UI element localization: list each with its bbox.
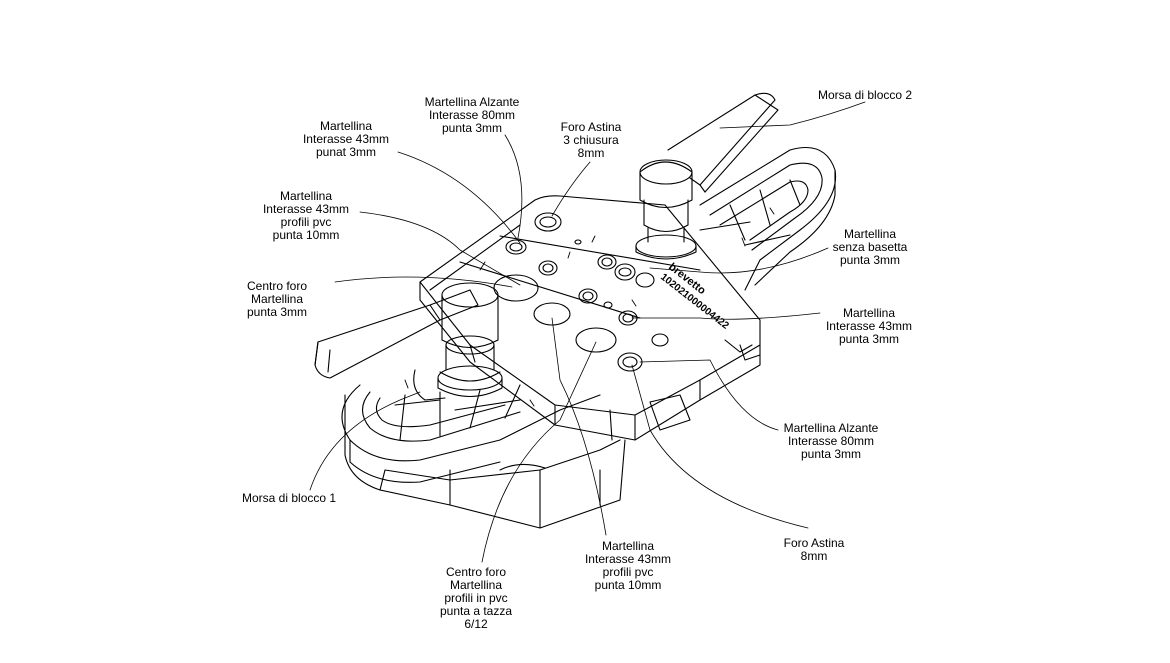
callout-centro-foro-bottom: Centro foro Martellina profili in pvc pu… <box>440 566 512 631</box>
callout-line: 8mm <box>577 146 605 160</box>
callout-senza-basetta: Martellina senza basetta punta 3mm <box>833 228 908 267</box>
callout-line: 3 chiusura <box>563 133 619 147</box>
callout-line: Martellina <box>842 306 896 320</box>
callout-martellina-pvc-bottom: Martellina Interasse 43mm profili pvc pu… <box>585 540 671 592</box>
leader-martellina-alzante-right <box>639 359 779 431</box>
callout-line: Interasse 43mm <box>825 319 913 333</box>
callout-martellina-43-right: Martellina Interasse 43mm punta 3mm <box>826 307 912 346</box>
clamp-1 <box>314 282 503 397</box>
callout-line: Martellina Alzante <box>424 95 520 109</box>
callout-line: punta 3mm <box>839 253 901 267</box>
leader-foro-astina-bottom <box>631 364 809 529</box>
scale-ticks <box>404 207 775 407</box>
callout-line: 6/12 <box>464 617 488 631</box>
callout-line: senza basetta <box>832 240 908 254</box>
callout-line: 8mm <box>800 549 828 563</box>
callout-line: Interasse 80mm <box>787 434 875 448</box>
callout-line: Interasse 80mm <box>428 108 516 122</box>
callout-line: Interasse 43mm <box>302 132 390 146</box>
leader-martellina-43-right <box>631 312 821 320</box>
callout-line: Martellina <box>449 578 503 592</box>
callout-line: punta 3mm <box>246 305 308 319</box>
left-clamp-slot <box>341 369 601 483</box>
callout-centro-foro-left: Centro foro Martellina punta 3mm <box>247 280 307 319</box>
callout-martellina-alzante-top: Martellina Alzante Interasse 80mm punta … <box>425 96 520 135</box>
callout-line: punat 3mm <box>315 145 377 159</box>
base-block <box>344 394 626 529</box>
callout-line: profili pvc <box>602 565 654 579</box>
callout-line: Martellina <box>843 227 897 241</box>
leader-senza-basetta <box>649 247 829 274</box>
leader-morsa-2 <box>719 101 866 129</box>
callout-foro-astina-bottom: Foro Astina 8mm <box>784 537 845 563</box>
callout-line: Martellina <box>601 539 655 553</box>
callout-martellina-43-top: Martellina Interasse 43mm punat 3mm <box>303 120 389 159</box>
callout-line: profili pvc <box>280 215 332 229</box>
callout-line: Interasse 43mm <box>584 552 672 566</box>
leader-centro-foro-left <box>334 276 513 288</box>
leader-martellina-43-top <box>397 151 521 244</box>
callout-line: punta 3mm <box>441 121 503 135</box>
callout-line: punta 10mm <box>272 228 340 242</box>
clamp-2 <box>635 92 779 260</box>
callout-line: Martellina <box>250 292 304 306</box>
plate-holes <box>493 212 669 372</box>
leader-martellina-pvc-bottom <box>551 317 607 536</box>
callout-martellina-alzante-right: Martellina Alzante Interasse 80mm punta … <box>784 422 879 461</box>
callout-foro-astina-top: Foro Astina 3 chiusura 8mm <box>561 121 622 160</box>
callout-line: Foro Astina <box>783 536 845 550</box>
leader-morsa-1 <box>309 391 421 491</box>
callout-morsa-1: Morsa di blocco 1 <box>242 492 336 505</box>
leader-martellina-alzante-top <box>504 134 523 239</box>
callout-line: punta 3mm <box>838 332 900 346</box>
callout-morsa-2: Morsa di blocco 2 <box>818 89 912 102</box>
callout-line: punta a tazza <box>439 604 513 618</box>
callout-line: Martellina <box>319 119 373 133</box>
callout-line: Interasse 43mm <box>262 202 350 216</box>
leader-foro-astina-top <box>551 161 591 217</box>
leader-martellina-pvc-left <box>359 211 521 286</box>
callout-line: profili in pvc <box>444 591 508 605</box>
callout-line: punta 10mm <box>594 578 662 592</box>
callout-line: Martellina Alzante <box>783 421 879 435</box>
callout-line: Centro foro <box>445 565 507 579</box>
callout-line: Morsa di blocco 1 <box>242 491 337 505</box>
callout-line: Martellina <box>279 189 333 203</box>
right-clamp-slot <box>699 146 837 291</box>
callout-martellina-pvc-left: Martellina Interasse 43mm profili pvc pu… <box>263 190 349 242</box>
leader-lines <box>309 101 866 563</box>
callout-line: punta 3mm <box>800 447 862 461</box>
leader-centro-foro-bottom <box>481 341 597 563</box>
callout-line: Centro foro <box>246 279 308 293</box>
callout-line: Foro Astina <box>560 120 622 134</box>
callout-line: Morsa di blocco 2 <box>818 88 913 102</box>
